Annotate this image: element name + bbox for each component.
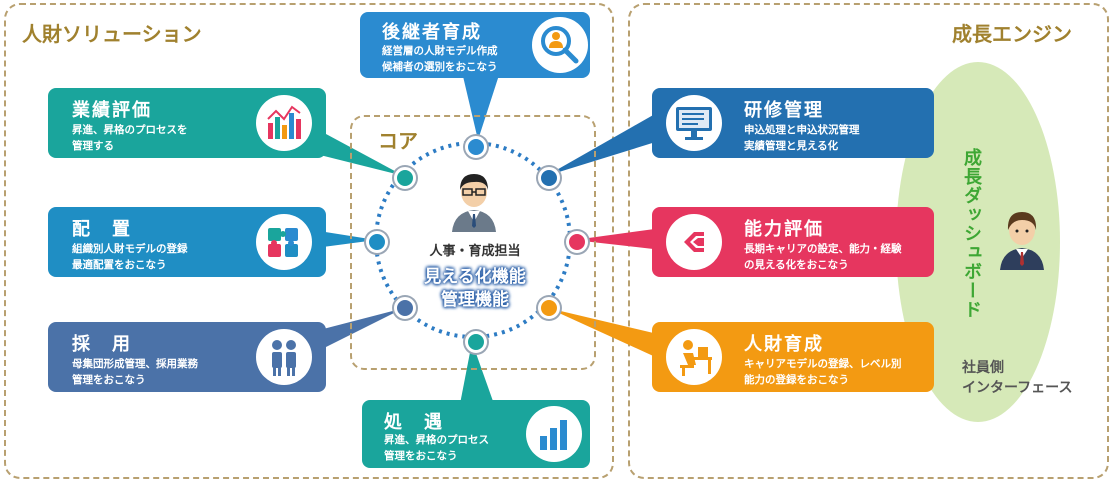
bar-chart-icon xyxy=(526,406,582,462)
core-main-line1: 見える化機能 xyxy=(424,267,526,287)
people-icon xyxy=(256,329,312,385)
card-placement-desc: 組織別人財モデルの登録 最適配置をおこなう xyxy=(72,243,188,271)
dot-recruit xyxy=(394,297,416,319)
card-development-desc: キャリアモデルの登録、レベル別 能力の登録をおこなう xyxy=(744,358,902,386)
dot-development xyxy=(538,297,560,319)
card-succession-desc: 経営層の人財モデル作成 候補者の選別をおこなう xyxy=(382,45,498,73)
dot-treatment xyxy=(465,331,487,353)
card-treatment-desc: 昇進、昇格のプロセス 管理をおこなう xyxy=(384,434,489,462)
card-treatment-title: 処 遇 xyxy=(384,412,444,433)
pointer-performance xyxy=(300,120,404,176)
card-succession-title: 後継者育成 xyxy=(382,22,482,43)
card-development[interactable]: 人財育成 キャリアモデルの登録、レベル別 能力の登録をおこなう xyxy=(652,322,934,392)
pointer-recruit xyxy=(300,308,404,360)
hr-manager-avatar xyxy=(452,174,496,232)
dot-training xyxy=(538,167,560,189)
bar-line-chart-icon xyxy=(256,95,312,151)
employee-avatar xyxy=(1000,212,1044,270)
card-recruit[interactable]: 採 用 母集団形成管理、採用業務 管理をおこなう xyxy=(48,322,326,392)
growth-engine-title: 成長エンジン xyxy=(952,22,1072,46)
card-treatment[interactable]: 処 遇 昇進、昇格のプロセス 管理をおこなう xyxy=(362,400,590,468)
card-ability-desc: 長期キャリアの設定、能力・経験 の見える化をおこなう xyxy=(744,243,902,271)
card-recruit-title: 採 用 xyxy=(72,334,132,355)
core-main-line2: 管理機能 xyxy=(441,290,509,310)
card-training-management-desc: 申込処理と申込状況管理 実績管理と見える化 xyxy=(744,124,860,152)
growth-dashboard-label: 成長ダッシュボード xyxy=(961,148,982,319)
card-succession[interactable]: 後継者育成 経営層の人財モデル作成 候補者の選別をおこなう xyxy=(360,12,590,78)
monitor-icon xyxy=(666,95,722,151)
pointer-ability xyxy=(574,228,662,250)
card-ability[interactable]: 能力評価 長期キャリアの設定、能力・経験 の見える化をおこなう xyxy=(652,207,934,277)
card-performance-desc: 昇進、昇格のプロセスを 管理する xyxy=(72,124,188,152)
pointer-training xyxy=(546,110,662,176)
dot-performance xyxy=(394,167,416,189)
card-recruit-desc: 母集団形成管理、採用業務 管理をおこなう xyxy=(72,358,198,386)
learning-logo-icon xyxy=(666,214,722,270)
dot-placement xyxy=(366,231,388,253)
card-ability-title: 能力評価 xyxy=(744,219,824,240)
hr-solution-title: 人財ソリューション xyxy=(22,22,202,46)
dot-succession xyxy=(465,136,487,158)
core-box xyxy=(350,115,596,370)
employee-interface-label: 社員側 インターフェース xyxy=(962,360,1073,396)
desk-worker-icon xyxy=(666,329,722,385)
core-role-label: 人事・育成担当 xyxy=(429,244,521,259)
card-placement[interactable]: 配 置 組織別人財モデルの登録 最適配置をおこなう xyxy=(48,207,326,277)
card-development-title: 人財育成 xyxy=(744,334,824,355)
pointer-succession xyxy=(462,72,500,140)
card-performance-title: 業績評価 xyxy=(72,100,152,121)
card-training-management[interactable]: 研修管理 申込処理と申込状況管理 実績管理と見える化 xyxy=(652,88,934,158)
pointer-treatment xyxy=(460,342,494,404)
core-title: コア xyxy=(378,129,418,153)
search-person-icon xyxy=(532,17,588,73)
card-performance[interactable]: 業績評価 昇進、昇格のプロセスを 管理する xyxy=(48,88,326,158)
pointer-development xyxy=(548,308,662,360)
card-placement-title: 配 置 xyxy=(72,219,132,240)
dot-ability xyxy=(566,231,588,253)
card-training-management-title: 研修管理 xyxy=(744,100,824,121)
puzzle-icon xyxy=(256,214,312,270)
